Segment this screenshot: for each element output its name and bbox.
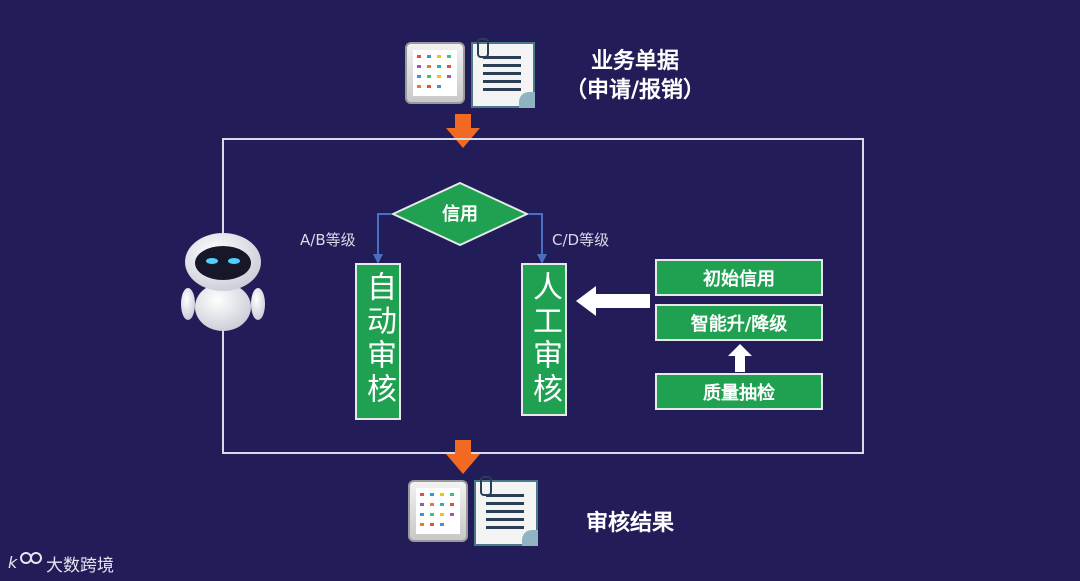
branch-label-ab: A/B等级 [300,231,356,249]
decision-label: 信用 [442,204,478,225]
arrow-down-icon [446,114,480,148]
credit-adjust-box: 智能升/降级 [655,304,823,341]
manual-audit-label: 人工审核 [527,271,562,407]
output-title: 审核结果 [585,511,674,536]
document-icon [474,476,538,546]
arrow-down-icon [446,440,480,474]
branch-label-cd: C/D等级 [552,231,610,249]
document-icon [471,38,535,108]
decision-diamond [392,182,528,246]
auto-audit-label: 自动审核 [361,271,396,407]
input-subtitle: （申请/报销） [564,78,706,103]
initial-credit-box: 初始信用 [655,259,823,296]
input-title: 业务单据 [590,49,679,74]
robot-icon [181,233,265,331]
input-doc-icons [405,38,537,108]
svg-text:k: k [8,553,18,572]
quality-check-box: 质量抽检 [655,373,823,410]
tablet-icon [408,480,468,542]
arrow-left-icon [576,286,650,316]
arrow-up-icon [728,344,752,372]
watermark-text: 大数跨境 [46,556,114,576]
output-doc-icons [408,476,540,546]
tablet-icon [405,42,465,104]
watermark-logo-icon: k [8,552,42,572]
manual-audit-box: 人工审核 [521,263,567,416]
auto-audit-box: 自动审核 [355,263,401,420]
